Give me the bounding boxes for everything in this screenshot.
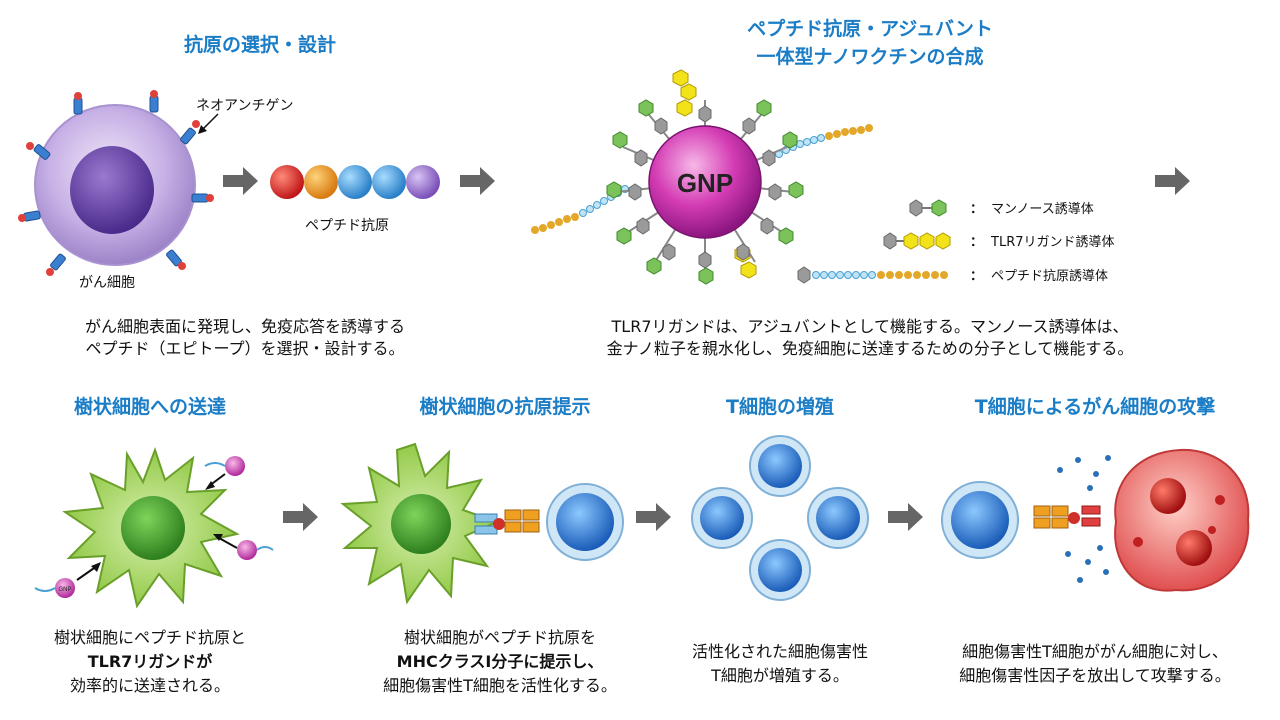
synthesis-desc-1: TLR7リガンドは、アジュバントとして機能する。マンノース誘導体は、 bbox=[611, 317, 1129, 336]
antigen-selection-desc-2: ペプチド（エピトープ）を選択・設計する。 bbox=[85, 339, 405, 358]
legend-colon: ： bbox=[970, 202, 984, 217]
mannose-icon bbox=[909, 198, 947, 217]
peptide-antigen-chain bbox=[270, 165, 440, 199]
tlr7-ligand-icon bbox=[883, 231, 951, 250]
flow-arrow-6 bbox=[888, 503, 923, 531]
flow-arrow-4 bbox=[283, 503, 318, 531]
proliferation-desc-1: 活性化された細胞傷害性 bbox=[691, 642, 868, 661]
peptide-antigen-derivative-icon bbox=[797, 265, 948, 284]
synthesis-desc-2: 金ナノ粒子を親水化し、免疫細胞に送達するための分子として機能する。 bbox=[606, 339, 1134, 358]
peptide-antigen-label: ペプチド抗原 bbox=[305, 218, 389, 234]
t-cell-proliferation-illustration bbox=[691, 435, 869, 601]
presentation-desc-2: MHCクラスI分子に提示し、 bbox=[396, 652, 604, 671]
gnp-nanovaccine-illustration: GNP bbox=[531, 69, 873, 285]
flow-arrow-3 bbox=[1155, 167, 1190, 195]
title-antigen-selection: 抗原の選択・設計 bbox=[183, 34, 336, 56]
title-synthesis-line2: 一体型ナノワクチンの合成 bbox=[756, 46, 984, 68]
legend-label: ペプチド抗原誘導体 bbox=[991, 269, 1109, 284]
title-proliferation: T細胞の増殖 bbox=[726, 396, 834, 418]
cancer-cell-label: がん細胞 bbox=[79, 275, 135, 291]
legend-item-mannose: ： マンノース誘導体 bbox=[906, 198, 1094, 217]
attack-desc-1: 細胞傷害性T細胞ががん細胞に対し、 bbox=[962, 642, 1228, 661]
flow-arrow-1 bbox=[223, 167, 258, 195]
neoantigen-pointer bbox=[198, 113, 219, 134]
legend-item-peptide: ： ペプチド抗原誘導体 bbox=[796, 265, 1108, 284]
attack-desc-2: 細胞傷害性因子を放出して攻撃する。 bbox=[959, 666, 1231, 685]
title-delivery: 樹状細胞への送達 bbox=[73, 396, 226, 418]
cancer-cell-illustration bbox=[18, 90, 214, 276]
dendritic-cell-delivery-illustration: GNP bbox=[34, 447, 274, 609]
legend-label: TLR7リガンド誘導体 bbox=[991, 235, 1115, 250]
delivery-desc-3: 効率的に送達される。 bbox=[69, 676, 230, 695]
neoantigen-label: ネオアンチゲン bbox=[196, 98, 294, 114]
antigen-presentation-illustration bbox=[340, 442, 624, 605]
gnp-label: GNP bbox=[677, 168, 733, 198]
presentation-desc-1: 樹状細胞がペプチド抗原を bbox=[403, 628, 596, 647]
proliferation-desc-2: T細胞が増殖する。 bbox=[711, 666, 849, 685]
title-synthesis-line1: ペプチド抗原・アジュバント bbox=[747, 18, 993, 40]
gnp-small-label: GNP bbox=[58, 587, 71, 593]
delivery-desc-2: TLR7リガンドが bbox=[87, 652, 213, 671]
presentation-desc-3: 細胞傷害性T細胞を活性化する。 bbox=[383, 676, 617, 695]
delivery-desc-1: 樹状細胞にペプチド抗原と bbox=[53, 628, 246, 647]
legend-colon: ： bbox=[970, 269, 984, 284]
legend-label: マンノース誘導体 bbox=[991, 202, 1094, 217]
t-cell-attack-illustration bbox=[941, 448, 1250, 592]
legend-item-tlr7: ： TLR7リガンド誘導体 bbox=[882, 231, 1115, 250]
title-presentation: 樹状細胞の抗原提示 bbox=[419, 396, 591, 418]
flow-arrow-5 bbox=[636, 503, 671, 531]
flow-arrow-2 bbox=[460, 167, 495, 195]
antigen-selection-desc-1: がん細胞表面に発現し、免疫応答を誘導する bbox=[84, 317, 405, 336]
title-attack: T細胞によるがん細胞の攻撃 bbox=[974, 396, 1216, 418]
legend-colon: ： bbox=[970, 235, 984, 250]
